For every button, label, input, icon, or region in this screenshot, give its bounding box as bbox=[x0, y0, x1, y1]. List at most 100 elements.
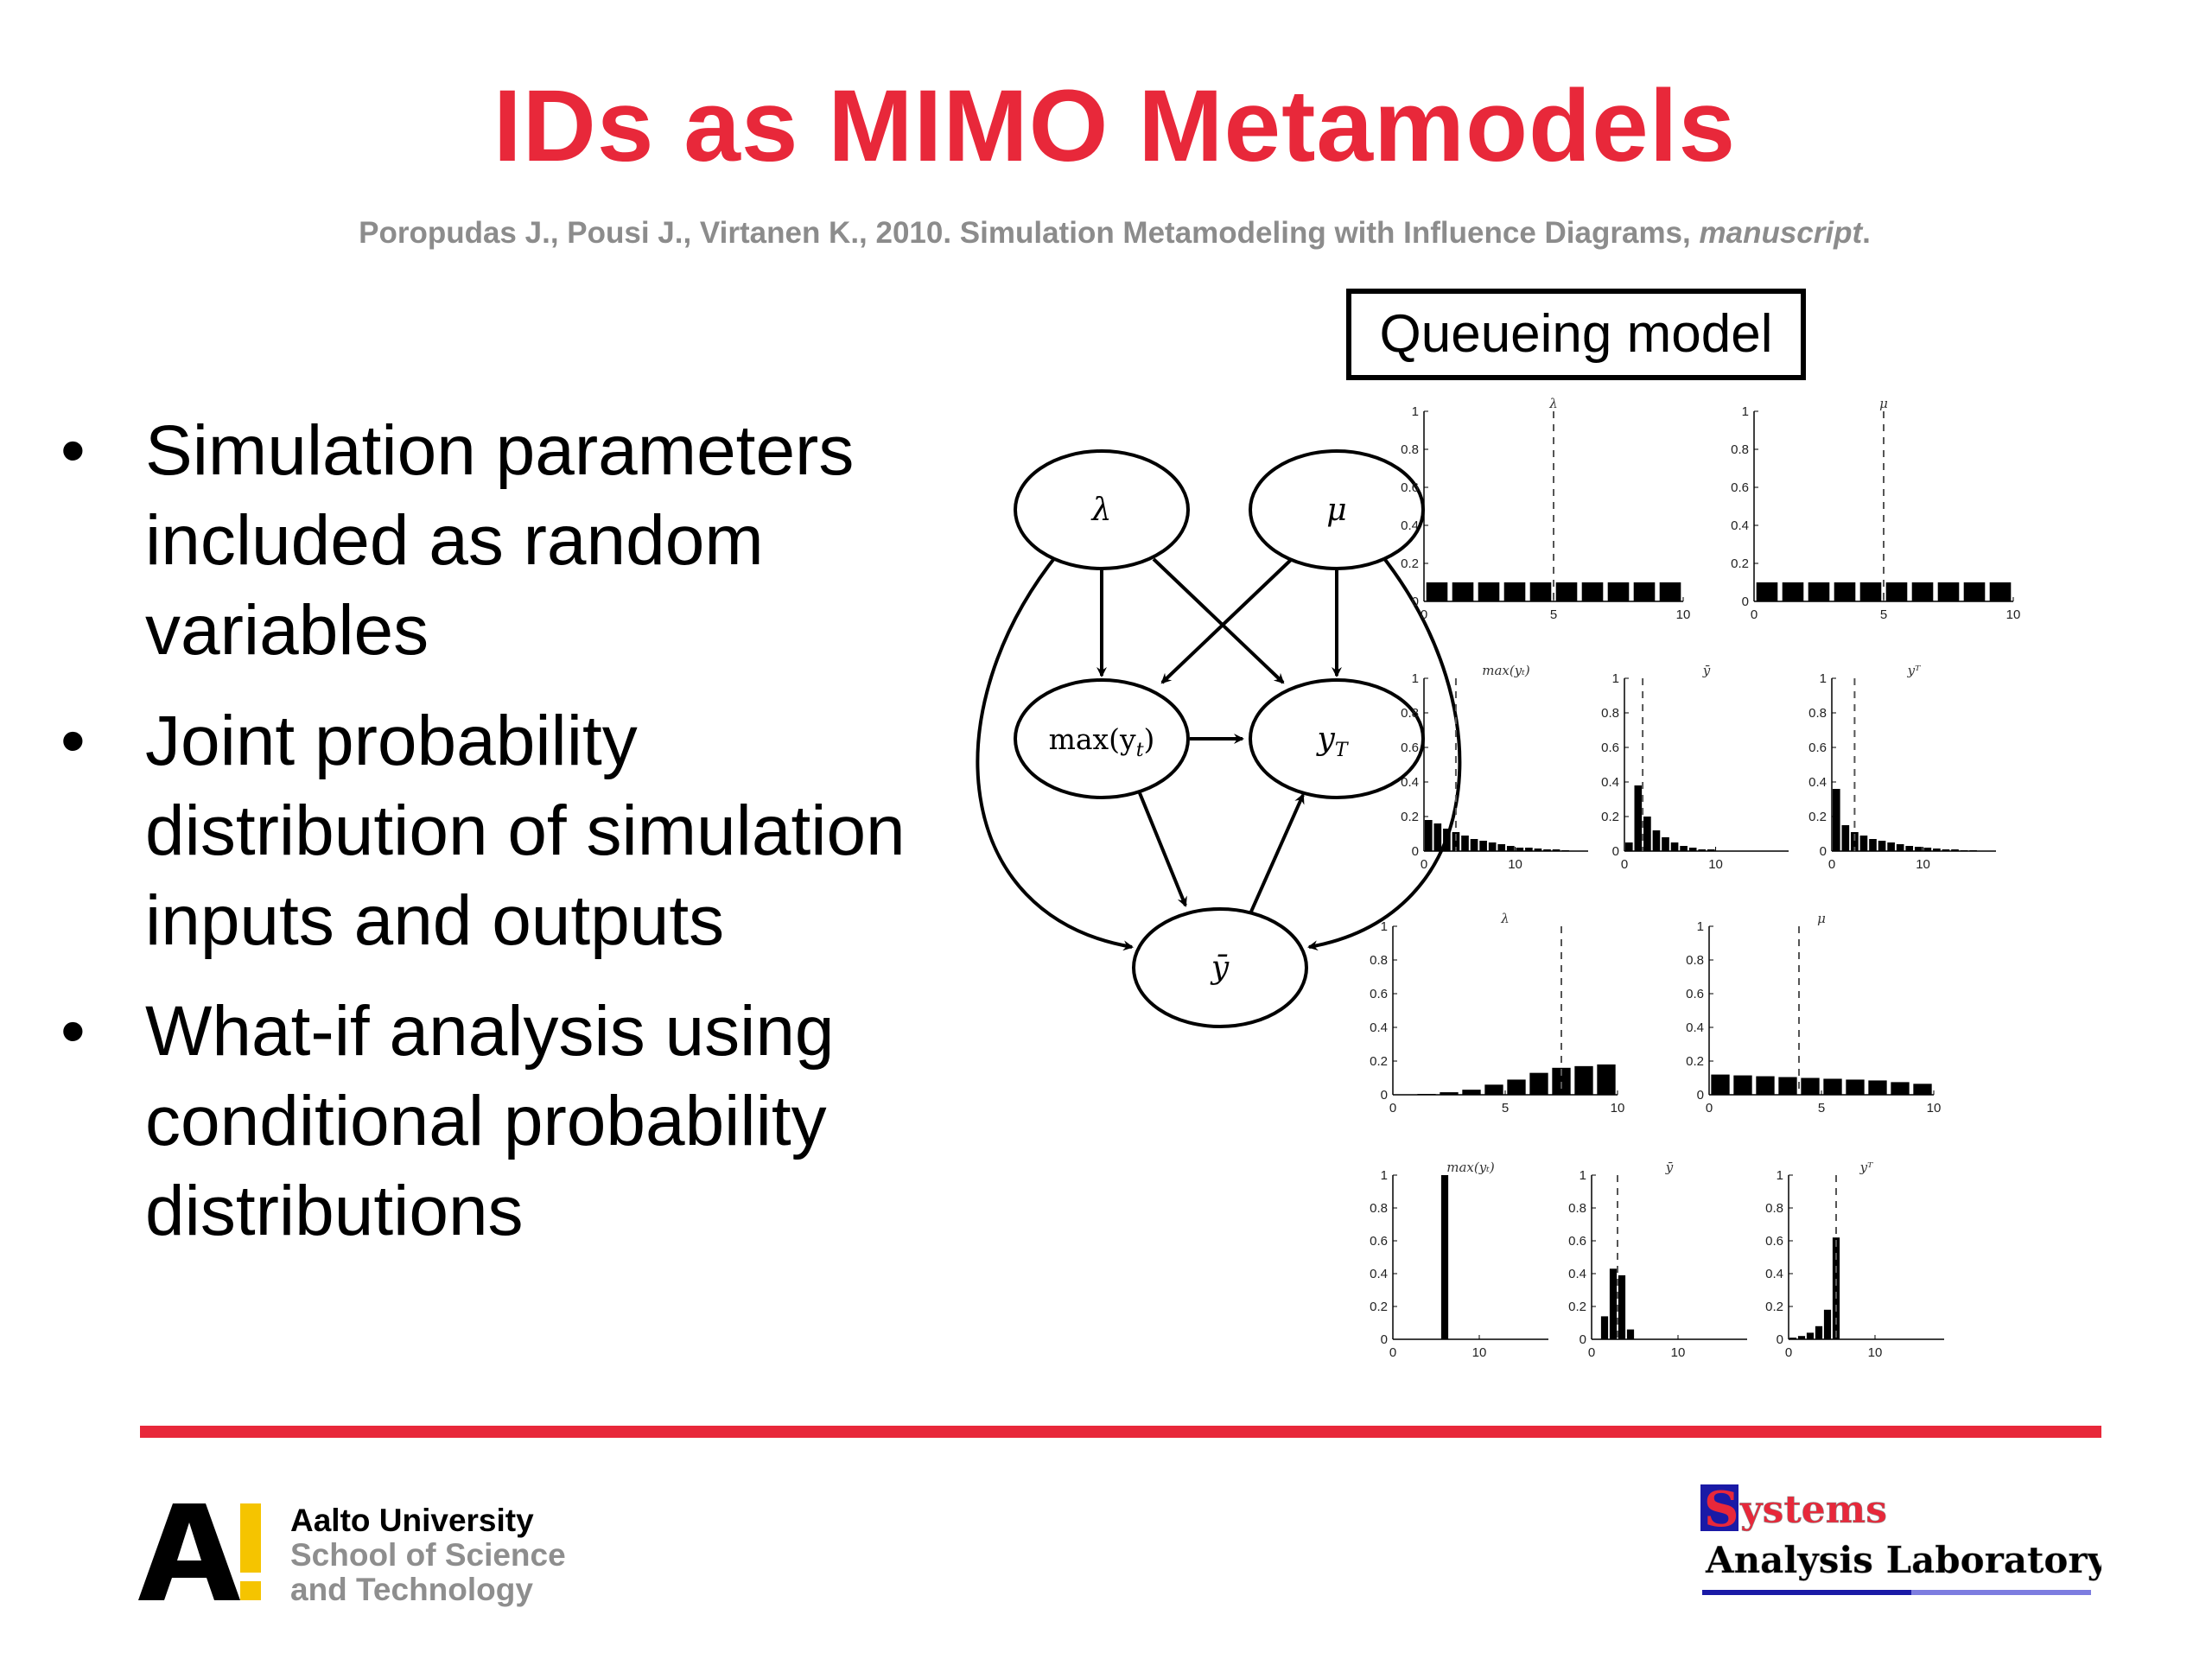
y-tick-label: 0.2 bbox=[1731, 556, 1749, 571]
bar bbox=[1797, 1336, 1806, 1339]
y-tick-label: 0 bbox=[1412, 844, 1419, 859]
x-tick-label: 0 bbox=[1828, 857, 1835, 872]
footer-rule bbox=[140, 1426, 2101, 1438]
y-tick-label: 0.6 bbox=[1401, 480, 1419, 495]
bar bbox=[1778, 1077, 1797, 1095]
y-tick-label: 0.6 bbox=[1370, 987, 1388, 1001]
bar bbox=[1529, 582, 1552, 601]
bar bbox=[1662, 837, 1669, 851]
chart-title: λ bbox=[1500, 911, 1510, 926]
y-tick-label: 0 bbox=[1697, 1088, 1704, 1103]
bullet-text: Simulation parameters included as random… bbox=[145, 411, 855, 670]
citation-end: . bbox=[1862, 216, 1871, 250]
bar bbox=[1841, 825, 1850, 851]
bar bbox=[1600, 1316, 1609, 1339]
bullet-list: • Simulation parameters included as rando… bbox=[52, 406, 959, 1277]
chart-title: μ bbox=[1879, 397, 1888, 411]
x-tick-label: 0 bbox=[1621, 857, 1628, 872]
bullet-text: Joint probability distribution of simula… bbox=[145, 702, 906, 960]
y-tick-label: 0.6 bbox=[1731, 480, 1749, 495]
slide-title: IDs as MIMO Metamodels bbox=[493, 69, 1737, 183]
bar bbox=[1782, 582, 1804, 601]
y-tick-label: 0.8 bbox=[1808, 706, 1827, 721]
bar bbox=[1801, 1077, 1820, 1095]
bar bbox=[1851, 832, 1859, 851]
label-yt: yT bbox=[1315, 721, 1349, 761]
bar bbox=[1618, 1274, 1626, 1339]
bar bbox=[1552, 1067, 1571, 1095]
y-tick-label: 1 bbox=[1820, 671, 1827, 686]
bullet-text: What-if analysis using conditional proba… bbox=[145, 992, 835, 1250]
y-tick-label: 0.8 bbox=[1370, 1201, 1388, 1216]
y-tick-label: 0.4 bbox=[1731, 518, 1749, 533]
y-tick-label: 0.8 bbox=[1765, 1201, 1783, 1216]
bullet-marker: • bbox=[60, 702, 86, 780]
bar bbox=[1969, 850, 1977, 851]
label-maxy-sub: t bbox=[1136, 740, 1144, 761]
y-tick-label: 0.2 bbox=[1808, 810, 1827, 824]
bullet-item: •Simulation parameters included as rando… bbox=[52, 406, 959, 676]
chart-title: yᵀ bbox=[1907, 663, 1921, 678]
bar bbox=[1680, 846, 1688, 851]
bar bbox=[1698, 849, 1707, 851]
bar bbox=[1937, 582, 1960, 601]
chart-title: max(yₜ) bbox=[1446, 1160, 1495, 1175]
bar bbox=[1507, 1079, 1526, 1095]
bar bbox=[1913, 1084, 1932, 1095]
bar bbox=[1440, 1092, 1459, 1095]
x-tick-label: 0 bbox=[1588, 1345, 1595, 1360]
bar bbox=[1417, 1094, 1436, 1095]
y-tick-label: 0.2 bbox=[1370, 1300, 1388, 1314]
bar bbox=[1643, 817, 1651, 851]
bar bbox=[1859, 836, 1868, 851]
y-tick-label: 0.6 bbox=[1370, 1234, 1388, 1249]
bar bbox=[1659, 582, 1681, 601]
bar bbox=[1733, 1075, 1752, 1095]
svg-text:S: S bbox=[1704, 1481, 1738, 1538]
bar bbox=[1756, 1076, 1775, 1095]
bar bbox=[1452, 582, 1474, 601]
bullet-item: • Joint probability distribution of simul… bbox=[52, 696, 959, 966]
bar bbox=[1815, 1325, 1823, 1339]
node-lambda bbox=[1014, 449, 1190, 570]
x-tick-label: 5 bbox=[1818, 1101, 1825, 1116]
systems-analysis-laboratory-logo-icon: S ystems Analysis Laboratory bbox=[1700, 1481, 2101, 1595]
bar bbox=[1497, 844, 1506, 851]
bar bbox=[1868, 1080, 1887, 1095]
y-tick-label: 1 bbox=[1412, 671, 1419, 686]
x-tick-label: 10 bbox=[1708, 857, 1723, 872]
y-tick-label: 1 bbox=[1777, 1168, 1783, 1183]
y-tick-label: 0 bbox=[1820, 844, 1827, 859]
edge-mu-ybar bbox=[1307, 551, 1462, 951]
y-tick-label: 1 bbox=[1381, 919, 1388, 934]
y-tick-label: 0.8 bbox=[1686, 953, 1704, 968]
bar bbox=[1506, 846, 1515, 851]
x-tick-label: 5 bbox=[1550, 607, 1557, 622]
bar bbox=[1525, 848, 1533, 851]
x-tick-label: 10 bbox=[1916, 857, 1930, 872]
bar bbox=[1443, 829, 1451, 851]
label-maxy-main: max(y bbox=[1049, 722, 1136, 756]
label-maxy-close: ) bbox=[1144, 722, 1155, 756]
x-tick-label: 10 bbox=[1927, 1101, 1942, 1116]
x-tick-label: 0 bbox=[1751, 607, 1758, 622]
edge-mu-maxy bbox=[1160, 557, 1294, 684]
bullet-item: •What-if analysis using conditional prob… bbox=[52, 987, 959, 1256]
bar bbox=[1426, 582, 1448, 601]
y-tick-label: 0.6 bbox=[1686, 987, 1704, 1001]
y-tick-label: 0.2 bbox=[1601, 810, 1619, 824]
chart-title: λ bbox=[1548, 397, 1558, 411]
bar bbox=[1440, 1175, 1449, 1339]
bar bbox=[1516, 848, 1524, 851]
bar bbox=[1652, 830, 1661, 851]
bar bbox=[1597, 1064, 1616, 1095]
x-tick-label: 0 bbox=[1785, 1345, 1792, 1360]
node-ybar bbox=[1132, 907, 1308, 1028]
node-maxy bbox=[1014, 678, 1190, 799]
bar bbox=[1869, 839, 1877, 851]
chart-title: ȳ bbox=[1702, 663, 1711, 678]
